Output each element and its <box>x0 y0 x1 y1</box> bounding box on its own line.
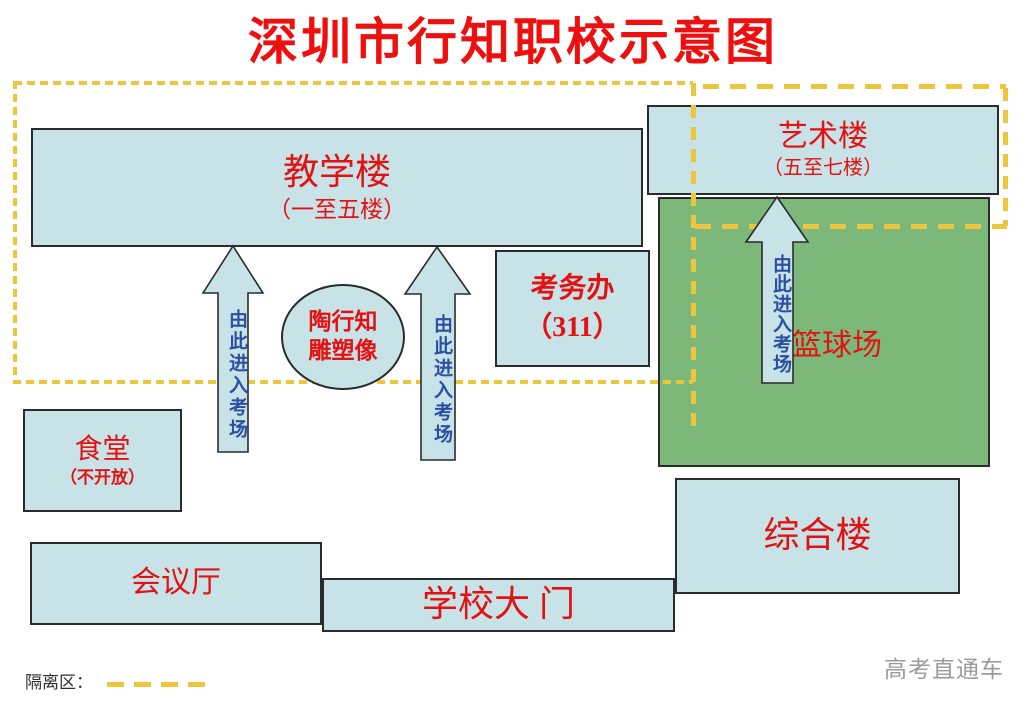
isolation-zone-legend-label: 隔离区： <box>25 673 93 692</box>
teaching-building-floors: （一至五楼） <box>268 196 406 222</box>
isolation-boundary-top-right <box>703 84 1006 89</box>
isolation-zone-legend-dash-sample <box>107 682 209 687</box>
entry-arrow-court-label: 由此进入考场 <box>770 254 791 374</box>
basketball-court-box: 篮球场 <box>658 197 990 467</box>
canteen-box: 食堂 （不开放） <box>23 409 182 512</box>
statue-label-line1: 陶行知 <box>308 309 378 335</box>
isolation-boundary-right <box>1003 88 1008 226</box>
teaching-building-label: 教学楼 <box>282 151 391 192</box>
complex-building-label: 综合楼 <box>763 515 872 556</box>
exam-office-room: （311） <box>524 311 621 343</box>
isolation-boundary-bottom-right <box>695 224 1007 229</box>
entry-arrow-middle-icon <box>403 245 472 461</box>
exam-office-box: 考务办 （311） <box>495 250 650 367</box>
entry-arrow-court-icon <box>744 195 810 384</box>
canteen-note: （不开放） <box>60 467 145 487</box>
statue-label-line2: 雕塑像 <box>308 338 378 363</box>
conference-hall-box: 会议厅 <box>30 542 322 625</box>
teaching-building-box: 教学楼 （一至五楼） <box>31 128 643 247</box>
art-building-floors: （五至七楼） <box>763 157 883 180</box>
entry-arrow-left-label: 由此进入考场 <box>226 309 247 441</box>
basketball-court-label: 篮球场 <box>792 329 882 362</box>
isolation-boundary-left <box>13 81 17 383</box>
isolation-boundary-middle-vertical <box>691 83 696 427</box>
exam-office-label: 考务办 <box>530 273 615 305</box>
entry-arrow-middle-label: 由此进入考场 <box>431 313 452 446</box>
canteen-label: 食堂 <box>74 433 131 465</box>
entry-arrow-left-icon <box>201 244 265 453</box>
conference-hall-label: 会议厅 <box>131 566 221 600</box>
school-gate-box: 学校大 门 <box>322 578 675 632</box>
statue-ellipse: 陶行知 雕塑像 <box>281 284 405 390</box>
complex-building-box: 综合楼 <box>675 478 960 594</box>
art-building-box: 艺术楼 （五至七楼） <box>647 105 999 195</box>
page-title: 深圳市行知职校示意图 <box>248 14 778 70</box>
isolation-boundary-top-left <box>14 81 693 85</box>
art-building-label: 艺术楼 <box>778 119 868 153</box>
school-gate-label: 学校大 门 <box>421 584 575 625</box>
watermark-text: 高考直通车 <box>884 656 1004 682</box>
